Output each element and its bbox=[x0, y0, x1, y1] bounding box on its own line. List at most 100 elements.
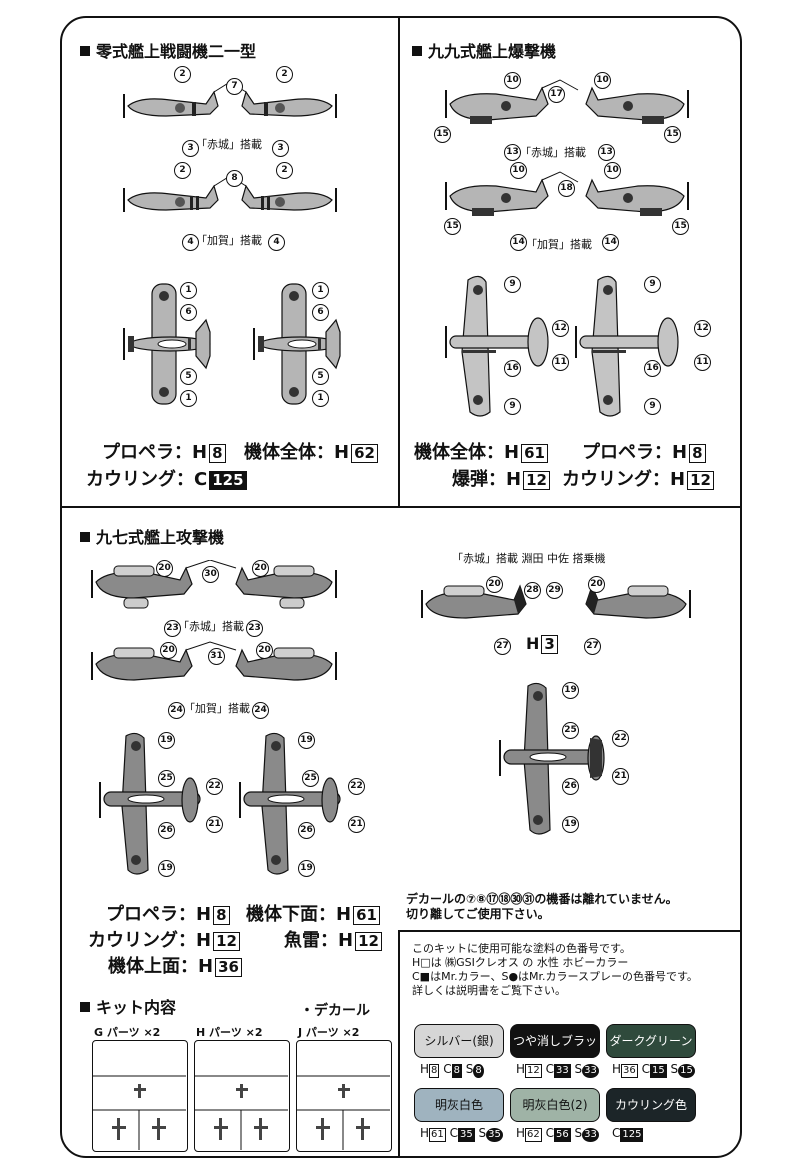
swatch-box: つや消しブラック bbox=[510, 1024, 600, 1080]
kit-sprue-h bbox=[194, 1040, 290, 1152]
c-code: 8 bbox=[451, 1064, 462, 1078]
kit-parts-label: G パーツ ×2 bbox=[94, 1026, 161, 1039]
section-title-kate: 九七式艦上攻撃機 bbox=[80, 524, 224, 548]
decal-number: 26 bbox=[298, 822, 315, 839]
decal-number: 1 bbox=[180, 282, 197, 299]
zero-top-views bbox=[123, 283, 341, 405]
caption-akagi: 「赤城」搭載 bbox=[178, 620, 244, 633]
decal-number: 20 bbox=[256, 642, 273, 659]
decal-number: 10 bbox=[510, 162, 527, 179]
decal-note: デカールの⑦⑧⑰⑱㉚㉛の機番は離れていません。切り離してご使用下さい。 bbox=[406, 892, 678, 921]
decal-number: 9 bbox=[644, 276, 661, 293]
decal-number: 25 bbox=[562, 722, 579, 739]
decal-number: 21 bbox=[348, 816, 365, 833]
decal-number: 12 bbox=[552, 320, 569, 337]
swatch-box: 明灰白色(2) bbox=[510, 1088, 600, 1122]
decal-number: 23 bbox=[246, 620, 263, 637]
decal-number: 9 bbox=[504, 276, 521, 293]
section-title-zero: 零式艦上戦闘機二一型 bbox=[80, 38, 256, 62]
decal-number: 30 bbox=[202, 566, 219, 583]
decal-number: 31 bbox=[208, 648, 225, 665]
special-title: 「赤城」搭載 淵田 中佐 搭乗機 bbox=[452, 552, 606, 565]
decal-number: 13 bbox=[504, 144, 521, 161]
decal-number: 15 bbox=[664, 126, 681, 143]
decal-number: 5 bbox=[312, 368, 329, 385]
decal-number: 3 bbox=[182, 140, 199, 157]
decal-number: 1 bbox=[312, 390, 329, 407]
c-code: 15 bbox=[649, 1064, 667, 1078]
caption-kaga: 「加賀」搭載 bbox=[526, 238, 592, 251]
section-title-kit: キット内容 bbox=[80, 994, 176, 1018]
decal-number: 19 bbox=[562, 816, 579, 833]
special-top-view bbox=[499, 682, 605, 835]
divider-horizontal bbox=[60, 506, 742, 508]
decal-number: 24 bbox=[168, 702, 185, 719]
decal-number: 12 bbox=[694, 320, 711, 337]
decal-number: 6 bbox=[312, 304, 329, 321]
decal-number: 2 bbox=[174, 66, 191, 83]
decal-number: 22 bbox=[612, 730, 629, 747]
h-code: 61 bbox=[429, 1128, 446, 1142]
decal-number: 10 bbox=[594, 72, 611, 89]
decal-number: 2 bbox=[276, 162, 293, 179]
decal-number: 8 bbox=[226, 170, 243, 187]
decal-number: 21 bbox=[206, 816, 223, 833]
kit-sprue-g bbox=[92, 1040, 188, 1152]
frame bbox=[60, 16, 742, 1158]
decal-number: 5 bbox=[180, 368, 197, 385]
decal-number: 19 bbox=[158, 860, 175, 877]
decal-number: 18 bbox=[558, 180, 575, 197]
decal-number: 4 bbox=[268, 234, 285, 251]
decal-number: 19 bbox=[562, 682, 579, 699]
caption-akagi: 「赤城」搭載 bbox=[520, 146, 586, 159]
decal-number: 2 bbox=[174, 162, 191, 179]
decal-number: 27 bbox=[494, 638, 511, 655]
s-code: 33 bbox=[582, 1128, 599, 1142]
decal-number: 16 bbox=[644, 360, 661, 377]
val-top-views bbox=[445, 275, 679, 417]
divider-vertical bbox=[398, 18, 400, 506]
swatch-box: 明灰白色 bbox=[414, 1088, 504, 1122]
decal-number: 20 bbox=[486, 576, 503, 593]
decal-number: 17 bbox=[548, 86, 565, 103]
h-code: 36 bbox=[621, 1064, 638, 1078]
caption-kaga: 「加賀」搭載 bbox=[196, 234, 262, 247]
divider-horizontal-info bbox=[398, 930, 740, 932]
kit-decal-label: ・デカール bbox=[300, 1003, 370, 1019]
decal-number: 3 bbox=[272, 140, 289, 157]
decal-number: 28 bbox=[524, 582, 541, 599]
decal-number: 15 bbox=[434, 126, 451, 143]
decal-number: 20 bbox=[588, 576, 605, 593]
c-code: 35 bbox=[457, 1128, 475, 1142]
paint-info: このキットに使用可能な塗料の色番号です。 H□は ㈱GSIクレオス の 水性 ホ… bbox=[412, 942, 698, 997]
decal-number: 13 bbox=[598, 144, 615, 161]
decal-number: 20 bbox=[156, 560, 173, 577]
decal-number: 24 bbox=[252, 702, 269, 719]
h-code: 62 bbox=[525, 1128, 542, 1142]
decal-number: 15 bbox=[672, 218, 689, 235]
section-title-val: 九九式艦上爆撃機 bbox=[412, 38, 556, 62]
decal-number: 10 bbox=[504, 72, 521, 89]
special-side-profiles bbox=[421, 584, 691, 619]
kit-parts-label: H パーツ ×2 bbox=[196, 1026, 263, 1039]
decal-number: 21 bbox=[612, 768, 629, 785]
caption-akagi: 「赤城」搭載 bbox=[196, 138, 262, 151]
decal-number: 25 bbox=[302, 770, 319, 787]
divider-vertical-bottom bbox=[398, 930, 400, 1158]
decal-number: 11 bbox=[694, 354, 711, 371]
